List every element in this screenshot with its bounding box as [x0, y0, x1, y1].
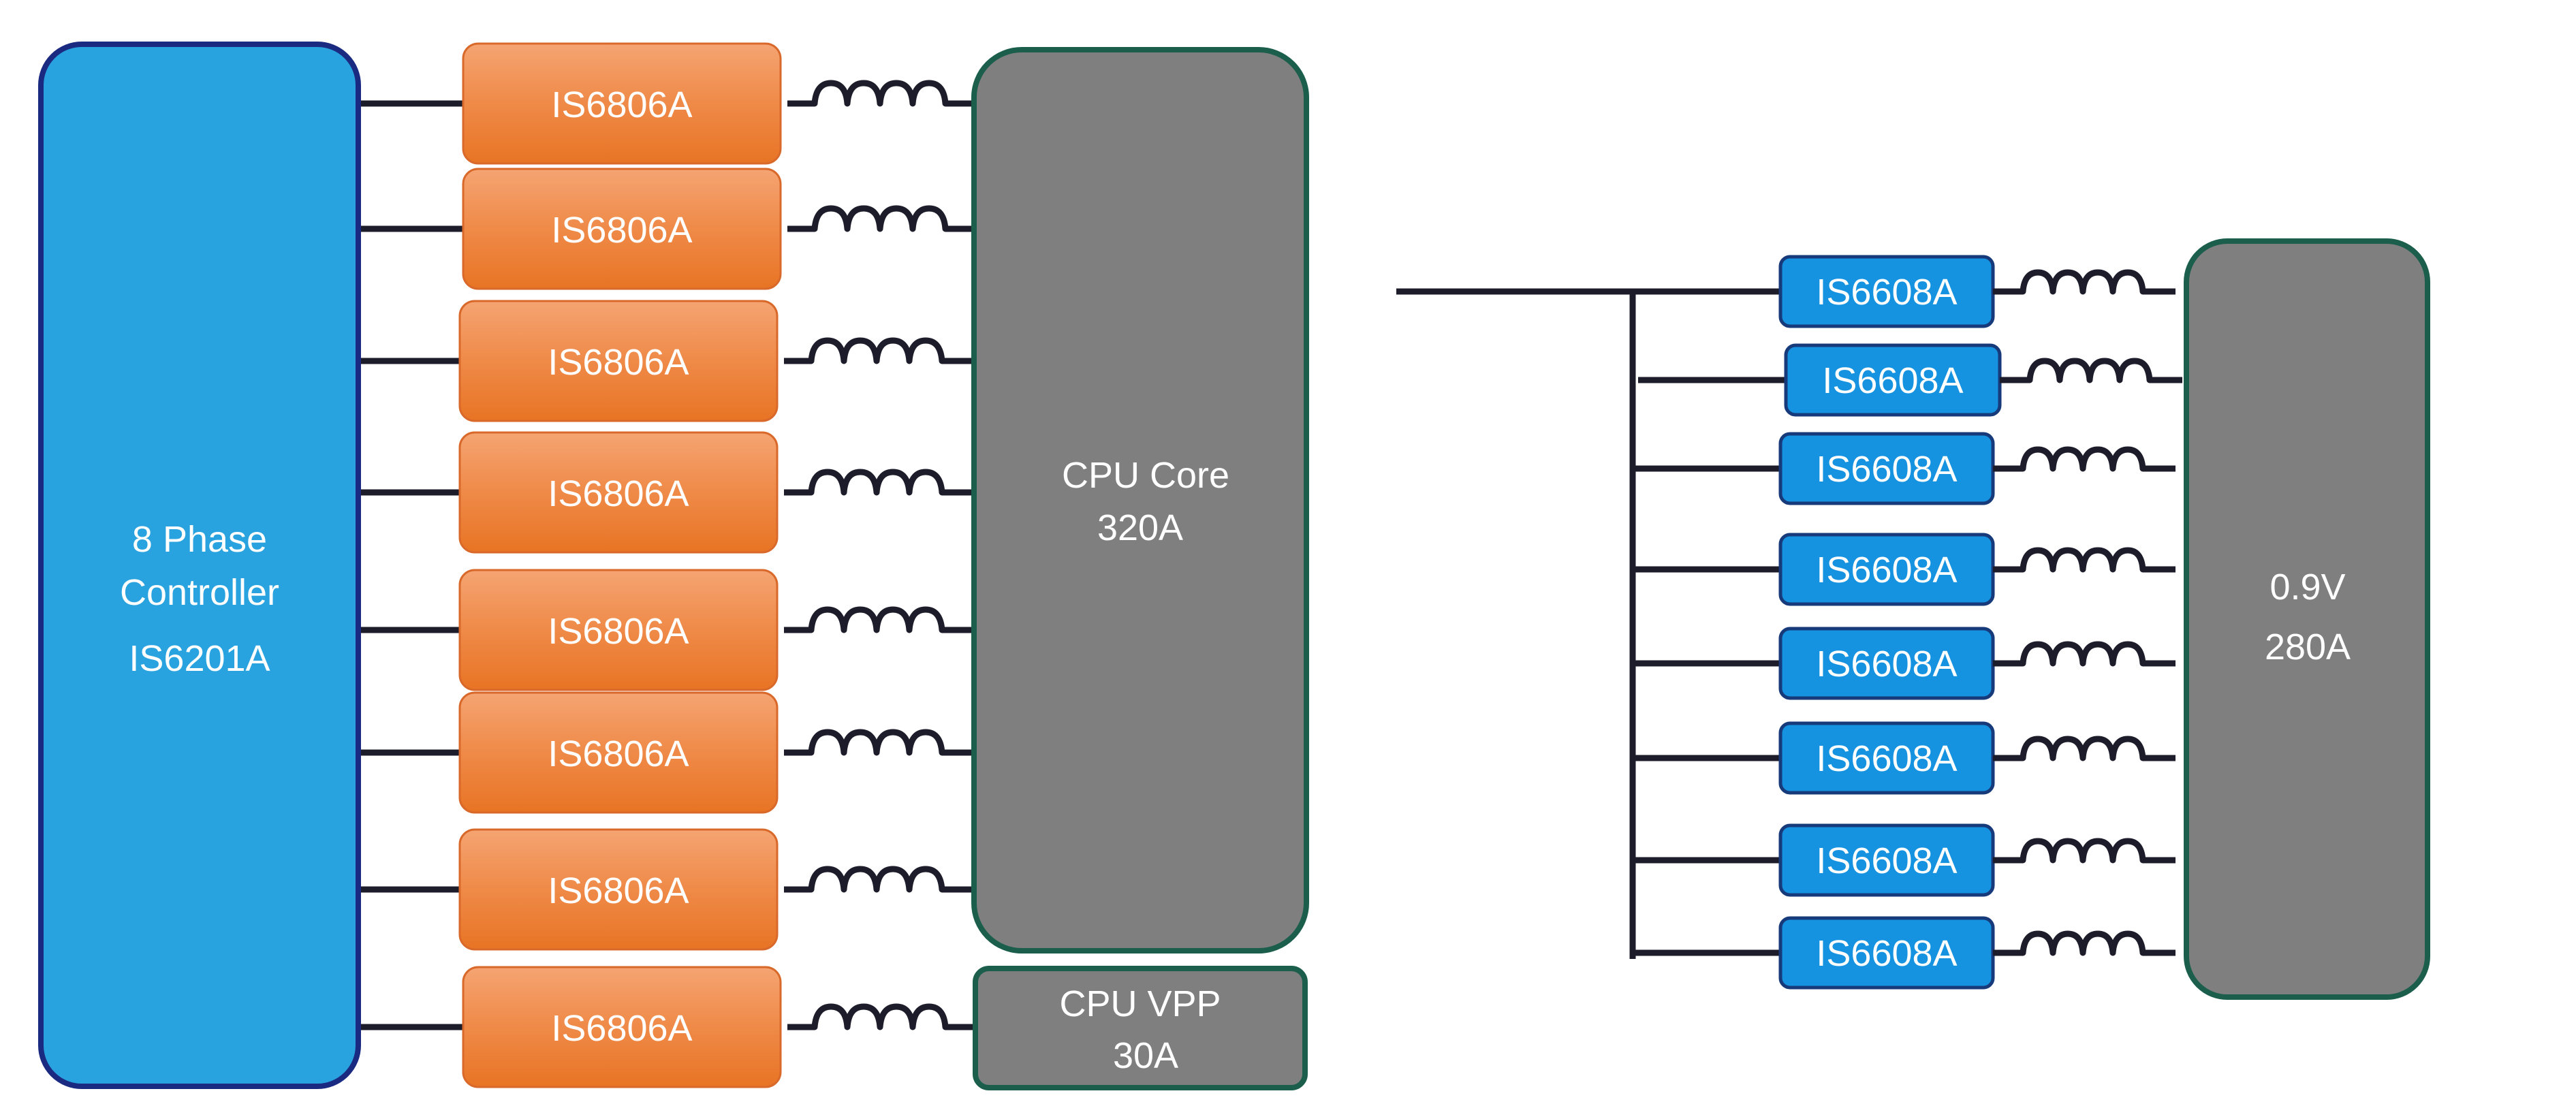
power-stage-box: IS6608A: [1778, 916, 1995, 990]
inductor-symbol: [787, 80, 975, 107]
phase-stage-rect: [462, 966, 782, 1088]
phase-stage-box: IS6806A: [458, 569, 779, 691]
controller-label-line1: 8 Phase: [132, 519, 267, 560]
phase-stage-box: IS6806A: [458, 431, 779, 554]
phase-stage-box: IS6806A: [462, 42, 782, 165]
phase-stage-rect: [458, 300, 779, 422]
phase-stage-box: IS6806A: [458, 828, 779, 951]
inductor-symbol: [1993, 930, 2176, 956]
inductor-symbol: [784, 866, 972, 893]
controller-wires: [358, 100, 463, 1030]
inductor-symbol: [787, 205, 975, 232]
cpu-vpp-load: CPU VPP 30A: [973, 966, 1308, 1090]
power-stage-label: IS6608A: [1816, 644, 1957, 684]
inductor-symbol: [1993, 446, 2176, 472]
inductor-symbol: [784, 729, 972, 756]
power-stage-box: IS6608A: [1778, 432, 1995, 505]
phase-stage-rect: [462, 168, 782, 290]
power-stage-label: IS6608A: [1816, 449, 1957, 490]
phase-stage-label: IS6806A: [548, 734, 689, 774]
inductor-symbol: [1993, 269, 2176, 295]
phase-stage-box: IS6806A: [462, 168, 782, 290]
power-stage-box: IS6608A: [1778, 627, 1995, 700]
phase-stage-box: IS6806A: [458, 300, 779, 422]
power-stage-label: IS6608A: [1816, 272, 1957, 313]
phase-stage-label: IS6806A: [548, 473, 689, 514]
controller-part-number: IS6201A: [129, 638, 270, 679]
cpu-core-current: 320A: [1097, 507, 1183, 548]
phase-stage-label: IS6806A: [548, 611, 689, 652]
phase-stage-rect: [458, 691, 779, 814]
cpu-vpp-current: 30A: [1113, 1035, 1178, 1076]
power-stage-label: IS6608A: [1816, 550, 1957, 590]
inductor-symbol: [2000, 358, 2182, 383]
input-bus: [1396, 288, 1779, 959]
phase-stage-label: IS6806A: [551, 210, 692, 251]
rail-current: 280A: [2265, 627, 2351, 667]
phase-inductors: [784, 80, 975, 1030]
pwm-controller-block: 8 Phase Controller IS6201A: [38, 42, 361, 1089]
inductor-symbol: [787, 1003, 975, 1030]
stage-wires: [1633, 377, 1786, 956]
inductor-symbol: [1993, 838, 2176, 864]
inductor-symbol: [1993, 641, 2176, 667]
inductor-symbol: [1993, 547, 2176, 573]
inductor-symbol: [784, 337, 972, 364]
power-stage-box: IS6608A: [1778, 255, 1995, 328]
stage-inductors: [1993, 269, 2182, 956]
power-stage-label: IS6608A: [1822, 360, 1963, 401]
phase-stage-rect: [462, 42, 782, 165]
phase-stage-label: IS6806A: [551, 84, 692, 125]
phase-stage-label: IS6806A: [551, 1008, 692, 1049]
power-stage-label: IS6608A: [1816, 738, 1957, 779]
power-stage-box: IS6608A: [1778, 721, 1995, 795]
power-stage-label: IS6608A: [1816, 840, 1957, 881]
controller-label-line2: Controller: [120, 572, 279, 613]
phase-stages: IS6806A IS6806A IS6806A IS6806A IS6806A IS680…: [458, 42, 782, 1088]
inductor-symbol: [784, 606, 972, 633]
power-stages: IS6608A IS6608A IS6608A IS6608A IS6608A IS660…: [1778, 255, 2002, 990]
power-stage-box: IS6608A: [1778, 823, 1995, 897]
cpu-vpp-label: CPU VPP: [1059, 983, 1221, 1024]
inductor-symbol: [784, 469, 972, 496]
phase-stage-label: IS6806A: [548, 342, 689, 383]
power-stage-label: IS6608A: [1816, 933, 1957, 974]
phase-stage-rect: [458, 431, 779, 554]
phase-stage-rect: [458, 569, 779, 691]
cpu-core-label: CPU Core: [1062, 455, 1229, 496]
phase-stage-box: IS6806A: [462, 966, 782, 1088]
power-stage-box: IS6608A: [1778, 533, 1995, 606]
phase-stage-rect: [458, 828, 779, 951]
inductor-symbol: [1993, 736, 2176, 761]
power-stage-box: IS6608A: [1784, 343, 2002, 417]
rail-voltage: 0.9V: [2269, 567, 2345, 608]
phase-stage-box: IS6806A: [458, 691, 779, 814]
rail-0v9-load: 0.9V 280A: [2184, 238, 2430, 1000]
cpu-core-load: CPU Core 320A: [971, 47, 1309, 953]
phase-stage-label: IS6806A: [548, 870, 689, 911]
